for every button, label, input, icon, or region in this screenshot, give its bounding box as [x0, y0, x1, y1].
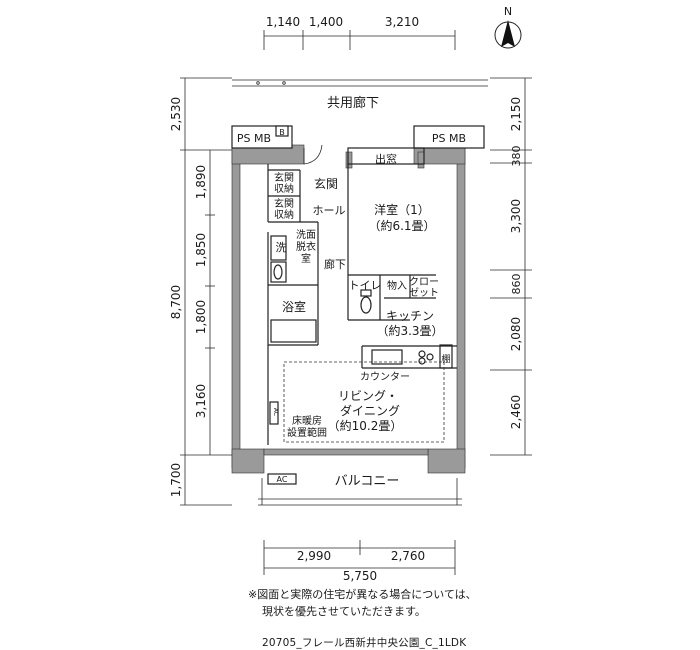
dim-bottom-2: 2,760 — [391, 549, 425, 563]
dim-bottom-total: 5,750 — [343, 569, 377, 583]
dim-left-outer-3: 1,700 — [169, 463, 183, 497]
dim-right-2: 380 — [510, 146, 523, 167]
wash-machine-label: 洗 — [276, 241, 287, 254]
dim-left-inner-3: 1,800 — [194, 300, 208, 334]
living-line-3: （約10.2畳） — [328, 418, 403, 433]
dimension-right — [490, 77, 532, 456]
balcony-label: バルコニー — [335, 474, 400, 489]
hallway-label: 廊下 — [324, 257, 346, 271]
floor-heating-line-1: 床暖房 — [292, 414, 322, 427]
living-line-2: ダイニング — [340, 403, 400, 418]
interior-walls — [231, 125, 485, 485]
washroom-line-2: 脱衣 — [296, 240, 316, 253]
b-box-label: B — [279, 128, 285, 137]
dim-right-6: 2,460 — [509, 395, 523, 429]
dimension-bottom — [263, 540, 456, 575]
disclaimer-line-1: ※図面と実際の住宅が異なる場合については、 — [248, 588, 477, 601]
entrance-label: 玄関 — [314, 176, 338, 191]
floor-heating-line-2: 設置範囲 — [287, 426, 327, 439]
dim-left-inner-1: 1,890 — [194, 165, 208, 199]
dimension-texts: 1,140 1,400 3,210 2,990 2,760 5,750 2,53… — [169, 15, 523, 583]
floor-heating-range — [283, 361, 445, 443]
dim-top-3: 3,210 — [385, 15, 419, 29]
dim-left-inner-4: 3,160 — [194, 384, 208, 418]
toilet-label: トイレ — [349, 279, 382, 292]
closet-line-1: クロー — [409, 276, 439, 288]
plan-caption: 20705_フレール西新井中央公園_C_1LDK — [262, 637, 467, 649]
walls — [231, 144, 466, 474]
ac-unit-label: AC — [272, 408, 279, 416]
shoe-storage-1-line-2: 収納 — [274, 182, 294, 195]
ac-balcony-label: AC — [277, 475, 288, 484]
corridor-label: 共用廊下 — [327, 95, 379, 111]
dim-top-1: 1,140 — [266, 15, 300, 29]
dim-left-inner-2: 1,850 — [194, 233, 208, 267]
labels: 共用廊下 PS MB B PS MB 出窓 玄関 玄関 収納 玄関 収納 ホール… — [237, 95, 466, 489]
shoe-storage-2-line-2: 収納 — [274, 208, 294, 221]
dim-bottom-1: 2,990 — [297, 549, 331, 563]
storage-label: 物入 — [387, 279, 407, 292]
western-room-line-1: 洋室（1） — [374, 202, 430, 217]
dimension-left — [180, 77, 232, 506]
balcony-railing — [258, 478, 462, 506]
washroom-line-1: 洗面 — [296, 229, 316, 241]
shoe-storage-1-line-1: 玄関 — [274, 171, 294, 184]
kitchen-line-2: （約3.3畳） — [376, 323, 443, 338]
north-arrow: N — [494, 5, 522, 49]
dim-right-5: 2,080 — [509, 317, 523, 351]
washroom-line-3: 室 — [301, 252, 311, 265]
dim-left-outer-1: 2,530 — [169, 97, 183, 131]
hall-label: ホール — [313, 204, 346, 217]
living-line-1: リビング・ — [338, 389, 398, 403]
dim-right-1: 2,150 — [509, 97, 523, 131]
bay-window-label: 出窓 — [375, 152, 397, 166]
dimension-top — [263, 30, 456, 50]
ps-mb-right-label: PS MB — [432, 132, 466, 145]
closet-line-2: ゼット — [409, 287, 439, 299]
counter-label: カウンター — [360, 371, 410, 383]
corridor-railing — [232, 79, 488, 87]
disclaimer-note: ※図面と実際の住宅が異なる場合については、 現状を優先させていただきます。 — [248, 586, 548, 620]
western-room-line-2: （約6.1畳） — [368, 218, 435, 233]
kitchen-line-1: キッチン — [386, 309, 434, 323]
dim-top-2: 1,400 — [309, 15, 343, 29]
dim-left-outer-2: 8,700 — [169, 285, 183, 319]
bathroom-label: 浴室 — [282, 299, 306, 314]
ps-mb-left-label: PS MB — [237, 132, 271, 145]
shoe-storage-2-line-1: 玄関 — [274, 197, 294, 210]
disclaimer-line-2: 現状を優先させていただきます。 — [262, 605, 426, 618]
shelf-label: 棚 — [441, 353, 450, 365]
north-label: N — [504, 5, 512, 18]
dim-right-4: 860 — [510, 274, 523, 295]
dim-right-3: 3,300 — [509, 199, 523, 233]
